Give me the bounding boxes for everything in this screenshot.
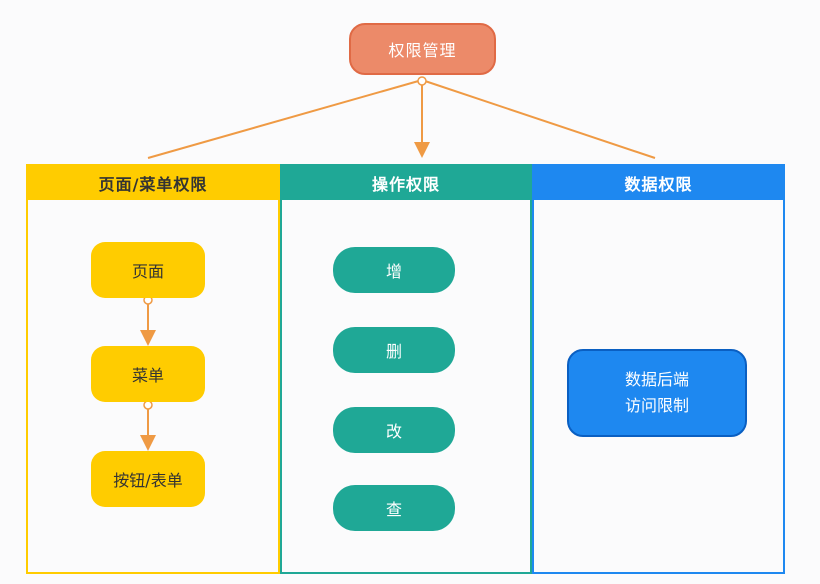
- node-update: 改: [333, 407, 455, 453]
- column-header: 页面/菜单权限: [28, 166, 278, 200]
- node-page: 页面: [91, 242, 205, 298]
- column-data-permissions: 数据权限: [532, 164, 785, 574]
- node-line-2: 访问限制: [624, 396, 689, 415]
- node-menu: 菜单: [91, 346, 205, 402]
- column-operation-permissions: 操作权限: [280, 164, 532, 574]
- node-data-backend-access: 数据后端 访问限制: [567, 349, 747, 437]
- node-read: 查: [333, 485, 455, 531]
- column-page-menu-permissions: 页面/菜单权限: [26, 164, 280, 574]
- node-button-form: 按钮/表单: [91, 451, 205, 507]
- connector-root-node: [417, 76, 427, 86]
- column-header: 操作权限: [282, 166, 530, 200]
- root-node: 权限管理: [349, 23, 496, 75]
- node-line-1: 数据后端: [624, 370, 689, 389]
- node-delete: 删: [333, 327, 455, 373]
- connector-root-left: [147, 79, 423, 159]
- node-create: 增: [333, 247, 455, 293]
- column-header: 数据权限: [534, 166, 783, 200]
- connector-root-right: [421, 79, 656, 159]
